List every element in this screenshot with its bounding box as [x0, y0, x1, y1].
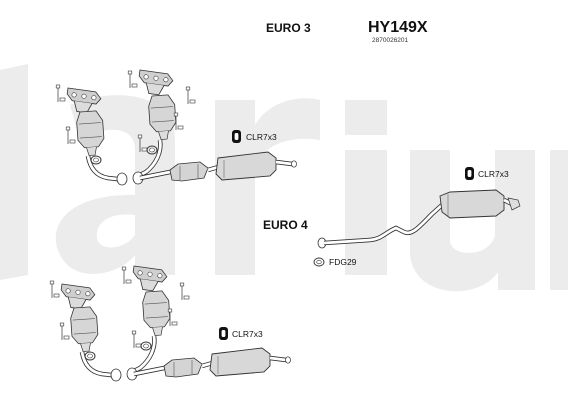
euro4-front-assembly [50, 266, 290, 381]
euro3-assembly [56, 70, 296, 185]
ref-number: 2870026201 [372, 37, 409, 44]
model-code: HY149X [368, 19, 428, 36]
euro4-rear-section [313, 189, 521, 267]
euro3-label: EURO 3 [266, 21, 311, 35]
clr-label-bottom: CLR7x3 [232, 329, 263, 339]
clamp-icon [465, 167, 474, 180]
clr-label-top: CLR7x3 [246, 132, 277, 142]
clamp-icon [232, 130, 241, 143]
euro4-label: EURO 4 [263, 218, 308, 232]
fdg-label: FDG29 [329, 257, 357, 267]
clr-label-right: CLR7x3 [478, 169, 509, 179]
clamp-icon [219, 327, 228, 340]
